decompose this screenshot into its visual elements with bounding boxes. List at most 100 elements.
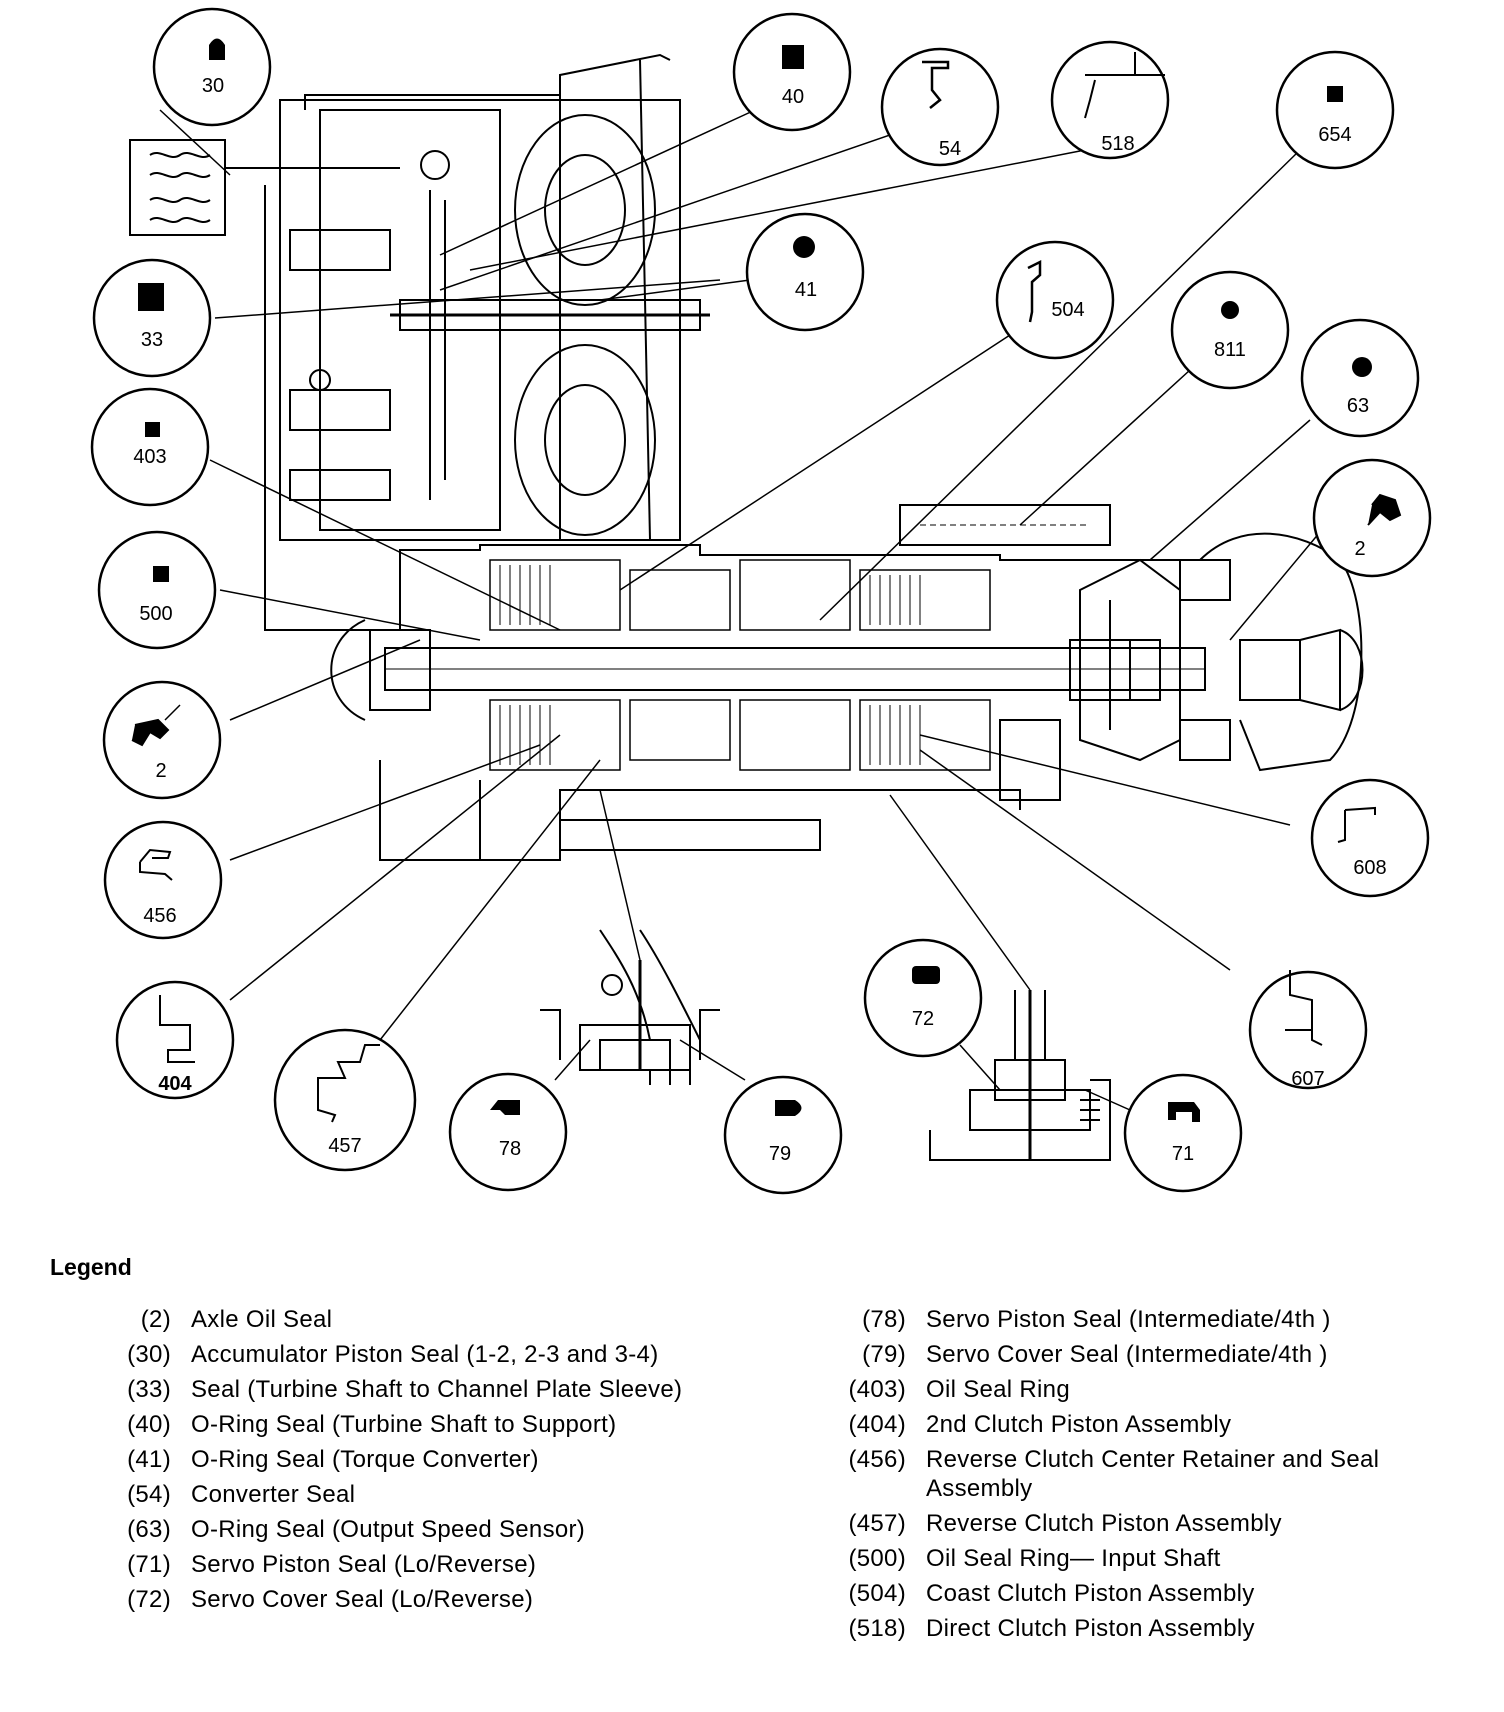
callout-number: 403	[133, 446, 166, 468]
legend-item: (2)Axle Oil Seal	[95, 1305, 735, 1334]
callout-group: 30 40 54 518 654 33 41 504 811 63 403 2 …	[90, 7, 1432, 1195]
lo-reverse-servo-detail	[929, 990, 1111, 1161]
legend-ref: (457)	[848, 1510, 906, 1537]
callout-654: 654	[1275, 50, 1395, 170]
callout-number: 456	[143, 905, 176, 927]
callout-518: 518	[1050, 40, 1170, 160]
legend-item: (71)Servo Piston Seal (Lo/Reverse)	[95, 1550, 735, 1579]
callout-30: 30	[152, 7, 272, 127]
callout-40: 40	[732, 12, 852, 132]
callout-41: 41	[745, 212, 865, 332]
callout-number: 608	[1353, 857, 1386, 879]
legend-desc: Servo Cover Seal (Lo/Reverse)	[191, 1586, 534, 1613]
piston-profile-icon	[159, 995, 195, 1063]
callout-79: 79	[723, 1075, 843, 1195]
callout-63: 63	[1300, 318, 1420, 438]
legend-desc: O-Ring Seal (Output Speed Sensor)	[191, 1516, 586, 1543]
callout-2-right: 2	[1312, 458, 1432, 578]
bullet-round-top-icon	[209, 38, 225, 60]
callout-number: 654	[1318, 124, 1351, 146]
callout-607: 607	[1248, 970, 1368, 1090]
square-small-icon	[1327, 86, 1343, 102]
callout-608: 608	[1310, 778, 1430, 898]
seal-profile-icon	[1285, 970, 1323, 1046]
callout-number: 457	[328, 1135, 361, 1157]
piston-profile-icon	[317, 1044, 380, 1123]
legend-desc: Converter Seal	[191, 1481, 356, 1508]
d-shape-icon	[775, 1100, 802, 1116]
legend-desc: 2nd Clutch Piston Assembly	[926, 1411, 1232, 1438]
legend-ref: (404)	[848, 1411, 906, 1438]
legend-item: (41)O-Ring Seal (Torque Converter)	[95, 1445, 735, 1474]
callout-number: 71	[1172, 1143, 1194, 1165]
legend-desc: O-Ring Seal (Torque Converter)	[191, 1446, 539, 1473]
seal-profile-icon	[1337, 806, 1376, 843]
legend-ref: (518)	[848, 1615, 906, 1642]
legend-item: (40) O-Ring Seal (Turbine Shaft to Suppor…	[95, 1410, 735, 1439]
legend-ref: (71)	[127, 1551, 171, 1578]
transmission-cross-section	[129, 53, 1364, 861]
callout-403: 403	[90, 387, 210, 507]
callout-number: 811	[1214, 339, 1246, 361]
legend-desc: Servo Cover Seal (Intermediate/4th )	[926, 1341, 1328, 1368]
callout-number: 500	[139, 603, 172, 625]
legend-item: (78)Servo Piston Seal (Intermediate/4th …	[830, 1305, 1470, 1334]
legend-desc: Reverse Clutch Piston Assembly	[926, 1510, 1282, 1537]
callout-number: 54	[939, 138, 961, 160]
dot-solid-icon	[793, 236, 815, 258]
callout-number: 607	[1291, 1068, 1324, 1090]
callout-404: 404	[115, 980, 235, 1100]
callout-number: 2	[155, 760, 166, 782]
dot-solid-icon	[1352, 357, 1372, 377]
callout-number: 78	[499, 1138, 521, 1160]
legend-desc: Servo Piston Seal (Intermediate/4th )	[926, 1306, 1331, 1333]
legend-item: (79) Servo Cover Seal (Intermediate/4th )	[830, 1340, 1470, 1369]
axle-seal-profile-icon	[131, 718, 170, 747]
legend-desc: O-Ring Seal (Turbine Shaft to Support)	[191, 1411, 617, 1438]
legend-item: (403)Oil Seal Ring	[830, 1375, 1470, 1404]
legend-desc: Reverse Clutch Center Retainer and Seal …	[926, 1446, 1380, 1502]
legend-ref: (504)	[848, 1580, 906, 1607]
seal-profile-icon	[1084, 52, 1165, 119]
legend-item: (518) Direct Clutch Piston Assembly	[830, 1614, 1470, 1643]
callout-number: 2	[1354, 538, 1365, 560]
callout-number: 72	[912, 1008, 934, 1030]
legend-item: (30) Accumulator Piston Seal (1-2, 2-3 an…	[95, 1340, 735, 1369]
callout-457: 457	[273, 1028, 417, 1172]
legend-column-left: (2)Axle Oil Seal (30) Accumulator Piston …	[95, 1305, 735, 1620]
callout-number: 404	[158, 1073, 192, 1095]
callout-number: 41	[795, 279, 817, 301]
rounded-rect-icon	[912, 966, 940, 984]
legend-ref: (30)	[127, 1341, 171, 1368]
callout-number: 30	[202, 75, 224, 97]
legend-ref: (40)	[127, 1411, 171, 1438]
callout-number: 63	[1347, 395, 1369, 417]
seal-profile-icon	[1027, 259, 1042, 323]
callout-72: 72	[863, 938, 983, 1058]
square-solid-icon	[782, 45, 804, 69]
legend-item: (457) Reverse Clutch Piston Assembly	[830, 1509, 1470, 1538]
callout-33: 33	[92, 258, 212, 378]
legend-ref: (500)	[848, 1545, 906, 1572]
callout-2-left: 2	[102, 680, 222, 800]
legend-item: (63)O-Ring Seal (Output Speed Sensor)	[95, 1515, 735, 1544]
legend-item: (54)Converter Seal	[95, 1480, 735, 1509]
legend-ref: (79)	[862, 1341, 906, 1368]
callout-504: 504	[995, 240, 1115, 360]
legend-desc: Coast Clutch Piston Assembly	[926, 1580, 1255, 1607]
legend-item: (404) 2nd Clutch Piston Assembly	[830, 1410, 1470, 1439]
square-solid-icon	[138, 283, 164, 311]
legend-ref: (2)	[140, 1306, 171, 1333]
callout-leader-lines	[159, 109, 1331, 1111]
legend-item: (33) Seal (Turbine Shaft to Channel Plate…	[95, 1375, 735, 1404]
legend-desc: Direct Clutch Piston Assembly	[926, 1615, 1255, 1642]
legend-ref: (33)	[127, 1376, 171, 1403]
callout-54: 54	[880, 47, 1000, 167]
callout-number: 33	[141, 329, 163, 351]
callout-456: 456	[103, 820, 223, 940]
legend-desc: Accumulator Piston Seal (1-2, 2-3 and 3-…	[191, 1341, 659, 1368]
wedge-icon	[490, 1100, 520, 1115]
legend-ref: (72)	[127, 1586, 171, 1613]
legend-desc: Oil Seal Ring	[926, 1376, 1070, 1403]
legend-desc: Seal (Turbine Shaft to Channel Plate Sle…	[191, 1376, 683, 1403]
